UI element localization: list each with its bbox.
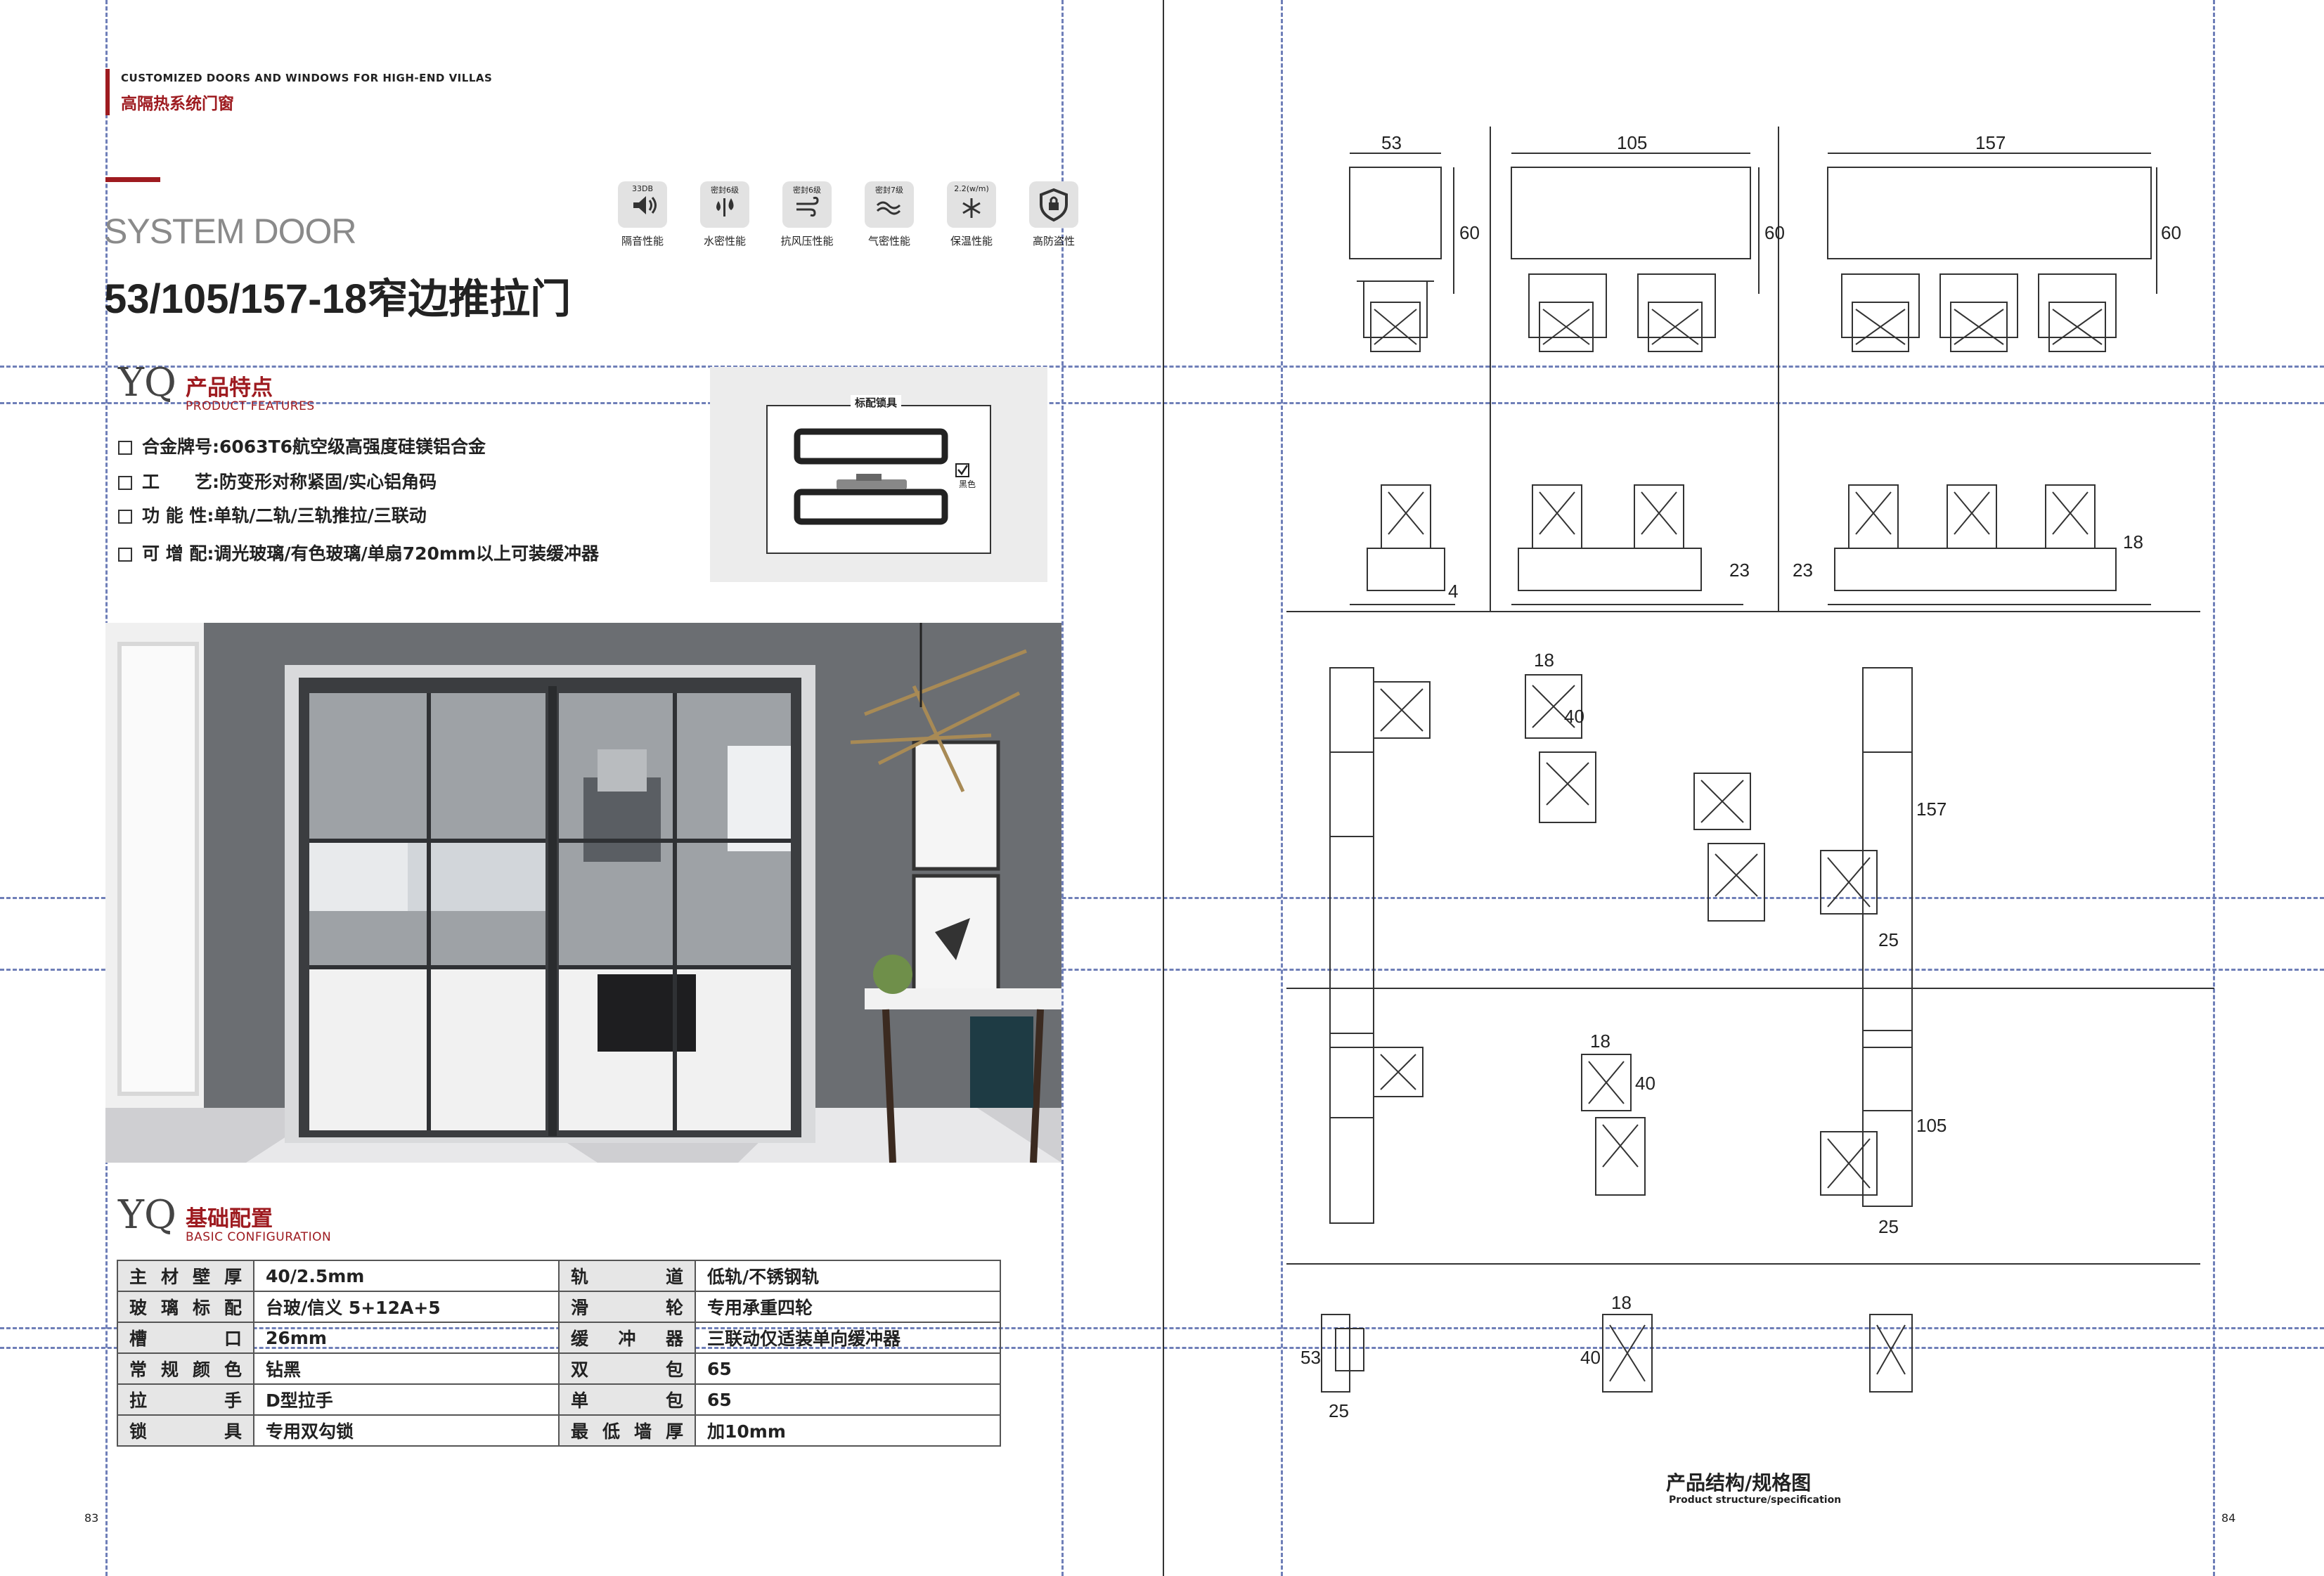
performance-item: 2.2(w/m) 保温性能 [939,181,1004,248]
product-photo [105,623,1061,1163]
lock-hardware-image [794,428,969,525]
dim-label: 40 [1564,706,1584,727]
dim-label: 18 [1611,1292,1632,1313]
dim-label: 25 [1329,1400,1349,1421]
guide-line [1281,0,1283,1576]
performance-item: 33DB 隔音性能 [610,181,675,248]
performance-label: 高防盗性 [1032,235,1075,247]
checkbox-icon [118,476,132,490]
guide-line [1061,0,1064,1576]
page-number: 83 [84,1511,99,1525]
drawing-caption: 产品结构/规格图 [1666,1471,1812,1494]
dim-label: 105 [1617,132,1647,153]
dim-label: 60 [2161,222,2181,243]
table-row: 玻璃标配台玻/信义 5+12A+5 滑 轮专用承重四轮 [117,1291,1001,1323]
guide-line [0,969,2324,971]
brand-line: SYSTEM DOOR [104,212,356,251]
swatch-label: 黑色 [959,479,976,489]
guide-line [0,1347,2324,1349]
header-english: CUSTOMIZED DOORS AND WINDOWS FOR HIGH-EN… [121,72,493,84]
checkbox-icon [118,510,132,524]
performance-item: 高防盗性 [1021,181,1086,248]
dim-label: 60 [1764,222,1785,243]
dim-label: 40 [1580,1347,1601,1368]
dim-label: 18 [2123,531,2143,553]
dim-label: 23 [1793,560,1813,581]
dim-label: 53 [1300,1347,1321,1368]
performance-label: 水密性能 [703,235,746,247]
performance-label: 抗风压性能 [780,235,834,247]
dim-label: 4 [1448,581,1458,602]
table-row: 锁 具专用双勾锁 最低墙厚加10mm [117,1414,1001,1447]
dim-label: 25 [1878,929,1899,950]
feature-item: 功 能 性:单轨/二轨/三轨推拉/三联动 [118,502,427,527]
page-number: 84 [2221,1511,2236,1525]
dim-label: 105 [1916,1115,1947,1136]
dim-label: 23 [1729,560,1750,581]
guide-line [0,402,2324,404]
performance-item: 密封7级 气密性能 [857,181,922,248]
config-title: 基础配置 [186,1206,273,1232]
speaker-icon: 33DB [618,181,667,228]
shield-lock-icon [1029,181,1078,228]
feature-item: 工 艺:防变形对称紧固/实心铝角码 [118,468,437,493]
dim-label: 60 [1459,222,1480,243]
guide-line [2213,0,2215,1576]
product-title: 53/105/157-18窄边推拉门 [104,276,572,322]
drawing-caption-en: Product structure/specification [1669,1494,1842,1506]
dim-label: 18 [1590,1031,1610,1052]
dim-label: 25 [1878,1216,1899,1237]
dim-label: 40 [1635,1073,1655,1094]
guide-line [0,897,2324,899]
header-chinese: 高隔热系统门窗 [121,95,234,113]
guide-line [0,1327,2324,1329]
hardware-title: 标配锁具 [851,395,902,410]
feature-item: 合金牌号:6063T6航空级高强度硅镁铝合金 [118,433,486,458]
performance-label: 隔音性能 [621,235,664,247]
performance-item: 密封6级 抗风压性能 [775,181,839,248]
config-subtitle: BASIC CONFIGURATION [186,1230,332,1244]
performance-label: 气密性能 [867,235,910,247]
dim-label: 157 [1975,132,2006,153]
water-drops-icon: 密封6级 [700,181,749,228]
checkbox-icon [118,548,132,562]
features-title: 产品特点 [186,375,273,401]
performance-label: 保温性能 [950,235,993,247]
air-icon: 密封7级 [865,181,914,228]
dim-label: 157 [1916,799,1947,820]
dim-label: 18 [1534,650,1554,671]
dim-label: 53 [1381,132,1402,153]
yq-logo: YQ [118,1192,176,1238]
technical-drawing: 53 105 157 60 60 60 4 23 23 18 18 40 157… [1286,127,2214,1421]
title-accent-rule [105,177,160,182]
wind-icon: 密封6级 [782,181,832,228]
checkbox-icon [118,441,132,455]
performance-item: 密封6级 水密性能 [692,181,757,248]
feature-item: 可 增 配:调光玻璃/有色玻璃/单扇720mm以上可装缓冲器 [118,540,599,565]
guide-line [0,366,2324,368]
features-subtitle: PRODUCT FEATURES [186,399,315,413]
header-accent-bar [105,69,110,115]
page-spine [1163,0,1164,1576]
snowflake-icon: 2.2(w/m) [947,181,996,228]
yq-logo: YQ [118,360,176,406]
